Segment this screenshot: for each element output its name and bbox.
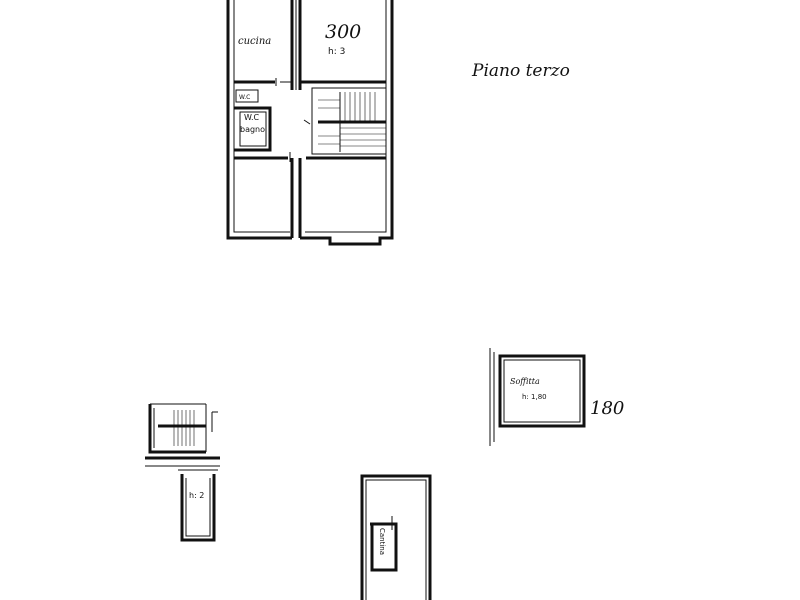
room-area-value: 300 [325, 21, 361, 43]
attic-height-label: h: 1,80 [522, 393, 547, 401]
stairs-cellar [158, 410, 206, 446]
floor-title: Piano terzo [471, 61, 570, 81]
wc-label: W.C [244, 113, 260, 122]
bath-label: bagno [240, 125, 265, 134]
attic-dimension: 180 [590, 398, 624, 419]
room-label-kitchen: cucina [238, 36, 271, 47]
left-cellar-height: h: 2 [189, 491, 204, 500]
right-cellar-plan: Cantina [360, 474, 432, 600]
left-cellar-plan: h: 2 [145, 403, 220, 542]
attic-plan: Soffitta h: 1,80 180 [489, 348, 624, 446]
room-height-label: h: 3 [328, 47, 345, 57]
attic-label: Soffitta [510, 377, 540, 386]
stairs-main [318, 92, 386, 152]
wc-small-label: W.C [239, 94, 250, 101]
main-apartment-plan: cucina 300 h: 3 W.C W.C bagno [226, 0, 394, 246]
right-cellar-label: Cantina [378, 528, 386, 555]
